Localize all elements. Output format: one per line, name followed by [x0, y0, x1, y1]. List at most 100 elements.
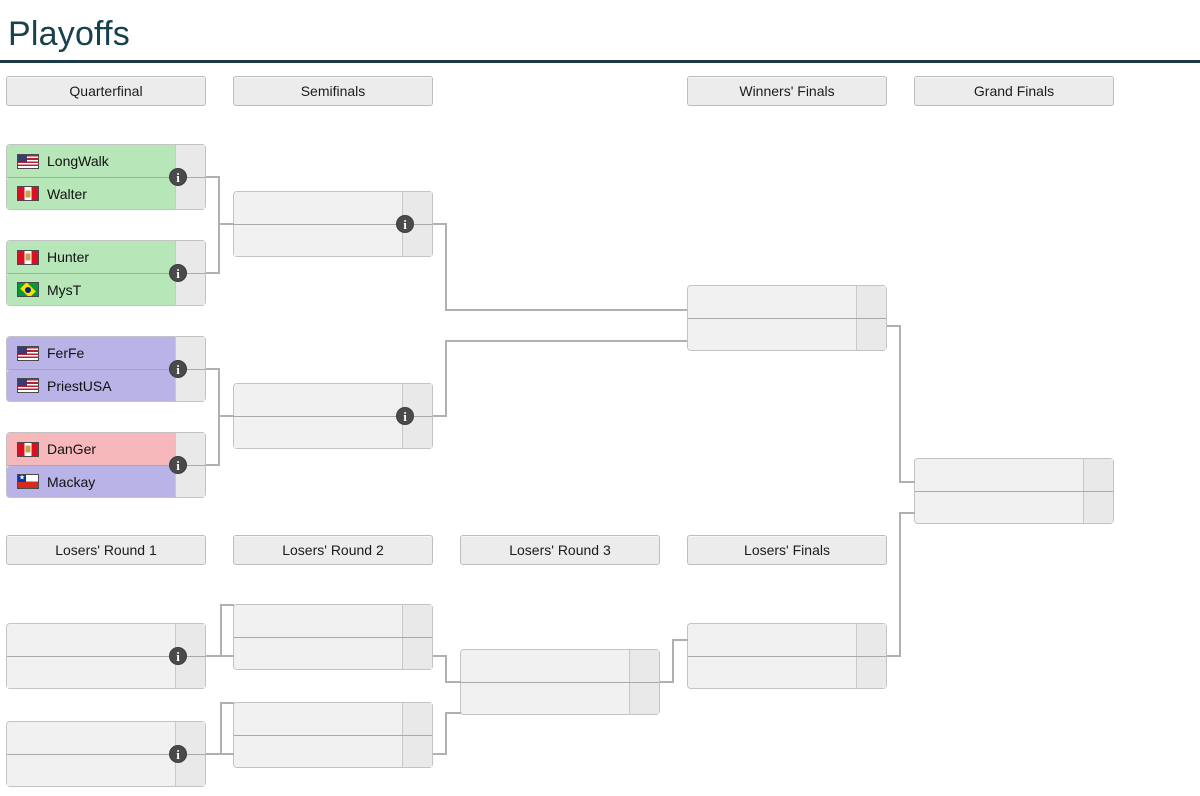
semifinal-match-2[interactable]: i [233, 383, 433, 449]
participant-slot[interactable] [7, 624, 175, 656]
info-icon[interactable]: i [169, 745, 187, 763]
match-row[interactable]: DanGer [7, 433, 205, 465]
match-row[interactable] [234, 735, 432, 767]
page-title: Playoffs [8, 15, 130, 53]
round-header-semifinals[interactable]: Semifinals [233, 76, 433, 106]
participant-slot[interactable] [234, 703, 402, 735]
connector [433, 415, 447, 417]
losers-round-2-match-1[interactable] [233, 604, 433, 670]
round-header-quarterfinal[interactable]: Quarterfinal [6, 76, 206, 106]
participant-slot[interactable]: Hunter [7, 241, 175, 273]
score-cell [175, 178, 205, 209]
match-row[interactable]: Hunter [7, 241, 205, 273]
connector [218, 368, 220, 416]
match-row[interactable] [234, 224, 432, 256]
participant-slot[interactable] [688, 657, 856, 688]
connector [433, 655, 447, 657]
info-icon[interactable]: i [169, 264, 187, 282]
participant-slot[interactable]: DanGer [7, 433, 175, 465]
grand-finals-match[interactable] [914, 458, 1114, 524]
losers-round-1-match-1[interactable]: i [6, 623, 206, 689]
participant-slot[interactable] [234, 417, 402, 448]
match-row[interactable] [688, 318, 886, 350]
participant-slot[interactable] [688, 319, 856, 350]
round-header-grand-finals[interactable]: Grand Finals [914, 76, 1114, 106]
participant-slot[interactable] [234, 638, 402, 669]
participant-slot[interactable]: Walter [7, 178, 175, 209]
participant-slot[interactable] [915, 492, 1083, 523]
participant-slot[interactable]: FerFe [7, 337, 175, 369]
flag-icon-peru [17, 186, 39, 201]
quarterfinal-match-1[interactable]: LongWalk Walter i [6, 144, 206, 210]
participant-slot[interactable] [688, 624, 856, 656]
participant-slot[interactable]: Mackay [7, 466, 175, 497]
round-header-losers-round-1[interactable]: Losers' Round 1 [6, 535, 206, 565]
participant-slot[interactable] [688, 286, 856, 318]
match-row[interactable] [461, 682, 659, 714]
match-row[interactable] [234, 637, 432, 669]
losers-round-2-match-2[interactable] [233, 702, 433, 768]
participant-slot[interactable] [7, 722, 175, 754]
quarterfinal-match-2[interactable]: Hunter MysT i [6, 240, 206, 306]
participant-slot[interactable]: MysT [7, 274, 175, 305]
quarterfinal-match-3[interactable]: FerFe PriestUSA i [6, 336, 206, 402]
info-icon[interactable]: i [169, 360, 187, 378]
participant-slot[interactable] [7, 755, 175, 786]
participant-slot[interactable] [7, 657, 175, 688]
match-row[interactable] [688, 624, 886, 656]
quarterfinal-match-4[interactable]: DanGer Mackay i [6, 432, 206, 498]
connector [445, 309, 687, 311]
score-cell [629, 683, 659, 714]
match-row[interactable]: Walter [7, 177, 205, 209]
participant-slot[interactable] [234, 225, 402, 256]
match-row[interactable]: LongWalk [7, 145, 205, 177]
match-row[interactable] [688, 656, 886, 688]
score-cell [856, 286, 886, 318]
match-row[interactable] [7, 624, 205, 656]
match-row[interactable] [915, 491, 1113, 523]
match-row[interactable] [7, 722, 205, 754]
participant-name: FerFe [47, 345, 85, 361]
match-row[interactable] [234, 384, 432, 416]
participant-slot[interactable] [234, 605, 402, 637]
info-icon[interactable]: i [396, 407, 414, 425]
info-icon[interactable]: i [169, 456, 187, 474]
info-icon[interactable]: i [396, 215, 414, 233]
round-header-winners-finals[interactable]: Winners' Finals [687, 76, 887, 106]
score-cell [1083, 492, 1113, 523]
participant-slot[interactable] [915, 459, 1083, 491]
winners-finals-match[interactable] [687, 285, 887, 351]
flag-icon-peru [17, 441, 39, 457]
match-row[interactable] [7, 754, 205, 786]
flag-icon-brazil [17, 282, 39, 297]
participant-slot[interactable] [234, 736, 402, 767]
semifinal-match-1[interactable]: i [233, 191, 433, 257]
connector [899, 325, 901, 482]
participant-slot[interactable] [234, 384, 402, 416]
round-header-losers-round-2[interactable]: Losers' Round 2 [233, 535, 433, 565]
participant-slot[interactable]: PriestUSA [7, 370, 175, 401]
participant-slot[interactable] [461, 683, 629, 714]
round-header-losers-round-3[interactable]: Losers' Round 3 [460, 535, 660, 565]
losers-finals-match[interactable] [687, 623, 887, 689]
connector [218, 176, 220, 224]
match-row[interactable]: FerFe [7, 337, 205, 369]
match-row[interactable] [915, 459, 1113, 491]
participant-name: DanGer [47, 441, 97, 457]
connector [445, 712, 461, 714]
match-row[interactable] [234, 703, 432, 735]
info-icon[interactable]: i [169, 168, 187, 186]
round-header-losers-finals[interactable]: Losers' Finals [687, 535, 887, 565]
connector [899, 512, 915, 514]
match-row[interactable] [461, 650, 659, 682]
losers-round-3-match[interactable] [460, 649, 660, 715]
losers-round-1-match-2[interactable]: i [6, 721, 206, 787]
participant-slot[interactable]: LongWalk [7, 145, 175, 177]
match-row[interactable] [688, 286, 886, 318]
participant-slot[interactable] [234, 192, 402, 224]
participant-slot[interactable] [461, 650, 629, 682]
title-divider [0, 60, 1200, 63]
match-row[interactable] [234, 605, 432, 637]
info-icon[interactable]: i [169, 647, 187, 665]
